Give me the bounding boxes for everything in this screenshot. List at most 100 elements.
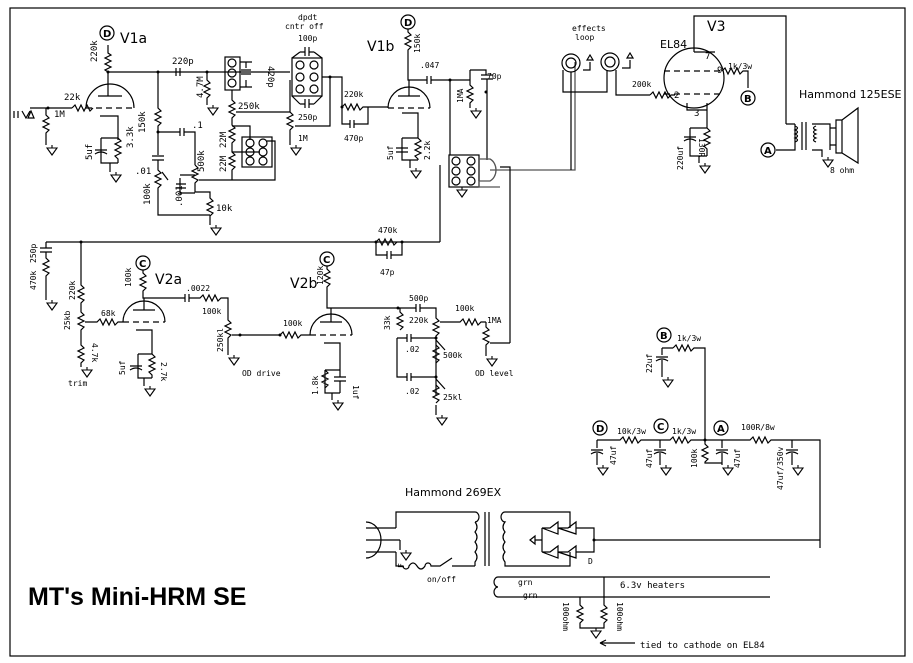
svg-text:470k: 470k [29,271,38,290]
svg-text:220k: 220k [68,281,77,300]
svg-text:100p: 100p [298,34,317,43]
svg-text:OD level: OD level [475,369,514,378]
svg-text:25kb: 25kb [63,311,72,330]
svg-text:220k: 220k [344,90,363,99]
svg-text:D: D [596,424,604,435]
output-transformer-label: Hammond 125ESE [799,88,902,101]
svg-text:150k: 150k [413,34,422,53]
svg-text:70p: 70p [487,72,502,81]
svg-text:470p: 470p [344,134,363,143]
svg-text:100ohm: 100ohm [561,602,570,631]
svg-text:220uf: 220uf [676,146,685,170]
svg-text:1k/3w: 1k/3w [728,62,752,71]
svg-text:dpdt: dpdt [298,13,317,22]
v3-stage: effects loop 200k V3 EL84 7 9 2 3 1k/3w … [561,15,902,175]
svg-text:25kl: 25kl [443,393,462,402]
svg-text:10k/3w: 10k/3w [617,427,646,436]
svg-text:22k: 22k [64,93,81,103]
svg-text:A: A [764,146,772,157]
svg-text:150k: 150k [138,111,148,133]
svg-text:D: D [404,18,412,29]
svg-text:2.7k: 2.7k [159,362,168,381]
svg-text:.0022: .0022 [186,284,210,293]
svg-text:1k/3w: 1k/3w [677,334,701,343]
v2a-stage: 470k 250p 220k 25kb 4.7k trim 68k 5uf 2.… [29,240,440,397]
svg-text:1MA: 1MA [487,316,502,325]
svg-text:C: C [657,422,664,433]
svg-text:22M: 22M [219,131,229,148]
svg-text:47p: 47p [380,268,395,277]
svg-text:47uf: 47uf [609,446,618,465]
svg-text:6.3v heaters: 6.3v heaters [620,581,685,591]
power-transformer-label: Hammond 269EX [405,486,502,499]
tube-label-v2a: V2a [155,272,182,288]
svg-text:420p: 420p [265,66,275,88]
tonestack: 150k .01 .1 500k .001 100k 10k 250k 22M … [135,70,290,236]
svg-text:470k: 470k [378,226,397,235]
svg-text:1MA: 1MA [456,88,465,103]
svg-text:.1: .1 [192,121,203,131]
svg-text:7: 7 [705,52,710,62]
svg-text:100k: 100k [455,304,474,313]
svg-text:D: D [588,557,593,566]
power-supply: B 22uf 1k/3w D C A 10k/3w 1k/3w 100R/8w … [365,327,821,651]
svg-text:1k/3w: 1k/3w [672,427,696,436]
svg-text:47uf: 47uf [645,449,654,468]
svg-text:D: D [103,29,111,40]
svg-text:120k: 120k [316,266,325,285]
svg-text:B: B [744,94,752,105]
svg-text:tied to cathode on EL84: tied to cathode on EL84 [640,641,765,651]
svg-text:OD drive: OD drive [242,369,281,378]
svg-text:500k: 500k [197,150,207,172]
svg-text:250k: 250k [238,102,260,112]
tube-label-v1b: V1b [367,39,394,55]
tube-label-v1a: V1a [120,31,147,47]
schematic-title: MT's Mini-HRM SE [28,583,246,611]
svg-text:8 ohm: 8 ohm [830,166,854,175]
svg-text:cntr off: cntr off [285,22,324,31]
v1b-stage: dpdt cntr off 100p 250p 1M 220k 470p V1b… [285,13,576,343]
svg-text:5uf: 5uf [386,145,395,160]
svg-text:5uf: 5uf [85,144,95,160]
svg-text:130R: 130R [697,138,706,157]
v2b-stage: 100k 1.8k 1uf V2b C 120k 33k 500p 220k 1… [278,226,514,426]
tube-type-el84: EL84 [660,38,687,51]
svg-text:2: 2 [674,91,679,101]
svg-text:500k: 500k [443,351,462,360]
svg-text:1uf: 1uf [351,385,360,400]
svg-text:F: F [397,563,406,568]
drawing-border [9,7,906,657]
svg-text:22M: 22M [219,155,229,172]
svg-text:4.7M: 4.7M [196,76,206,98]
svg-text:C: C [323,255,330,266]
svg-text:5uf: 5uf [118,360,127,375]
svg-text:100k: 100k [202,307,221,316]
svg-text:loop: loop [575,33,594,42]
svg-text:on/off: on/off [427,575,456,584]
svg-text:9: 9 [717,66,722,76]
svg-text:250p: 250p [29,244,38,263]
svg-text:1.8k: 1.8k [311,376,320,395]
svg-text:220p: 220p [172,57,194,67]
svg-text:220k: 220k [90,40,100,62]
svg-text:.047: .047 [420,61,439,70]
svg-text:500p: 500p [409,294,428,303]
svg-text:68k: 68k [101,309,116,318]
svg-text:200k: 200k [632,80,651,89]
tube-label-v3: V3 [707,19,725,35]
svg-text:250kl: 250kl [216,328,225,352]
svg-text:.02: .02 [405,345,420,354]
svg-text:4.7k: 4.7k [90,343,99,362]
svg-text:100k: 100k [143,183,153,205]
svg-text:10k: 10k [216,204,233,214]
svg-text:grn: grn [518,578,533,587]
svg-text:B: B [660,331,668,342]
v1a-stage: D V1a 220k 22k 1M 5uf 3.3k 220p 4.7M 420… [13,25,290,183]
svg-text:grn: grn [523,591,538,600]
svg-text:250p: 250p [298,113,317,122]
svg-text:effects: effects [572,24,606,33]
svg-text:.02: .02 [405,387,420,396]
svg-text:C: C [139,259,146,270]
svg-text:1M: 1M [54,110,65,120]
